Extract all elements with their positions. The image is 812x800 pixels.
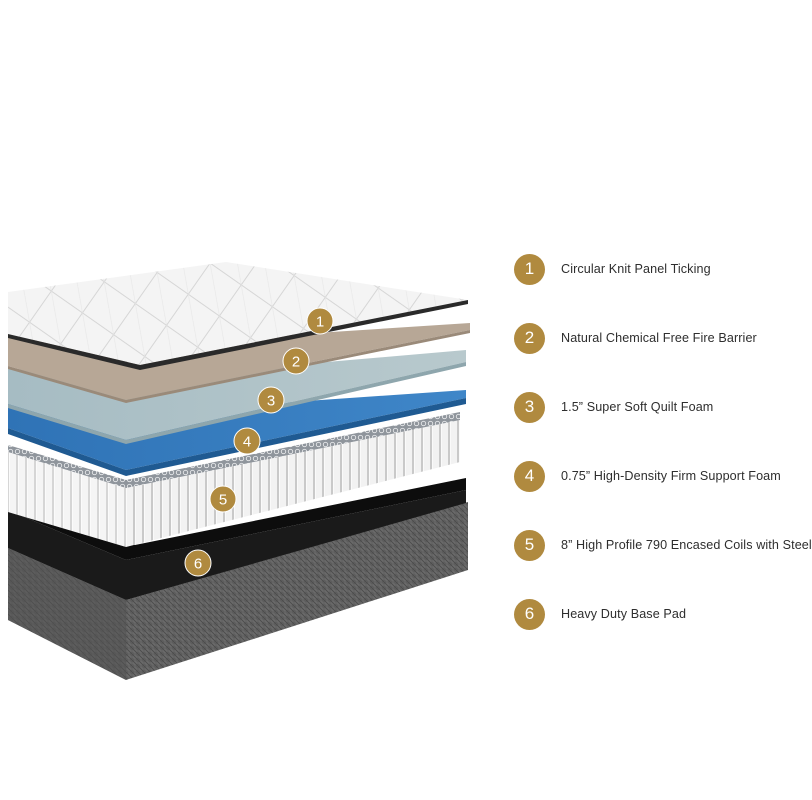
legend-label: Natural Chemical Free Fire Barrier [561,331,757,345]
ticking-icon: 1 [514,253,545,285]
legend-label: 1.5” Super Soft Quilt Foam [561,400,714,414]
base-pad-layer [8,478,468,680]
svg-text:5: 5 [219,492,227,509]
diagram-badge-3: 3 [257,386,285,414]
svg-text:3: 3 [267,393,275,410]
legend-item-ticking: 1 Circular Knit Panel Ticking [514,252,711,286]
svg-text:2: 2 [292,354,300,371]
coils-layer [8,412,460,547]
base-pad-icon: 6 [514,598,545,630]
diagram-badge-5: 5 [209,485,237,513]
diagram-badge-1: 1 [306,307,334,335]
legend-item-quilt-foam: 3 1.5” Super Soft Quilt Foam [514,390,713,424]
diagram-badge-6: 6 [184,549,212,577]
diagram-badges: 1 2 3 4 5 6 [184,307,334,577]
fire-barrier-layer [8,323,470,403]
legend-label: 8” High Profile 790 Encased Coils with S… [561,538,812,552]
svg-text:1: 1 [316,314,324,331]
legend-label: 0.75” High-Density Firm Support Foam [561,469,781,483]
support-foam-layer [8,390,466,476]
svg-text:4: 4 [243,434,251,451]
diagram-badge-2: 2 [282,347,310,375]
quilt-foam-layer [8,350,466,444]
coils-icon: 5 [514,529,545,561]
legend-label: Circular Knit Panel Ticking [561,262,711,276]
legend-item-base-pad: 6 Heavy Duty Base Pad [514,597,686,631]
legend-item-support-foam: 4 0.75” High-Density Firm Support Foam [514,459,781,493]
legend-label: Heavy Duty Base Pad [561,607,687,621]
legend-item-fire-barrier: 2 Natural Chemical Free Fire Barrier [514,321,757,355]
svg-text:6: 6 [194,556,202,573]
ticking-layer [8,262,468,370]
diagram-badge-4: 4 [233,427,261,455]
quilt-foam-icon: 3 [514,391,545,423]
legend-item-coils: 5 8” High Profile 790 Encased Coils with… [514,528,812,562]
fire-barrier-icon: 2 [514,322,545,354]
support-foam-icon: 4 [514,460,545,492]
